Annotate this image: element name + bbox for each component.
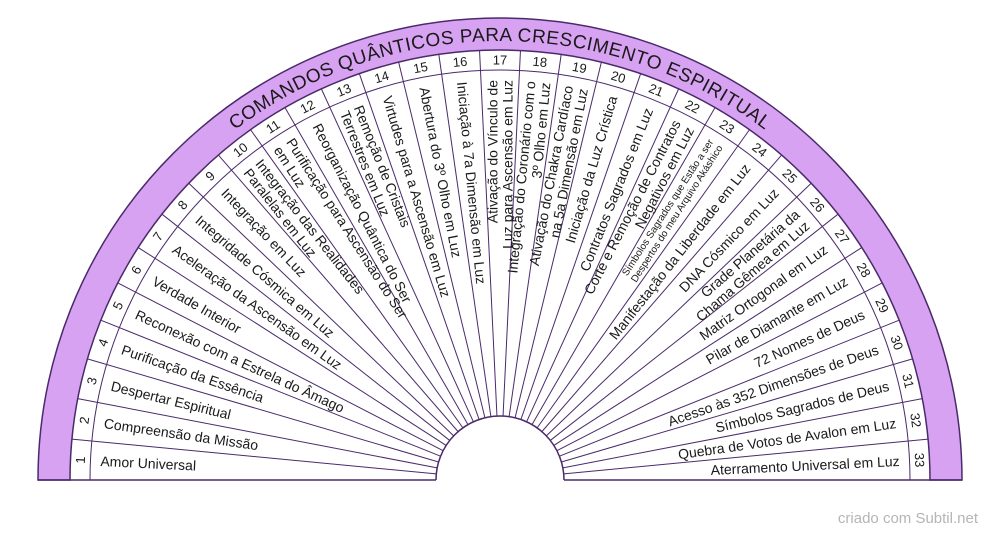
- sector-divider: [561, 358, 913, 463]
- sector-divider: [520, 73, 642, 420]
- sector-divider: [87, 358, 439, 463]
- sector-label-line: Luz para Ascensão em Luz: [500, 80, 516, 249]
- sector-divider: [71, 438, 437, 475]
- sector-divider: [161, 213, 451, 441]
- sector-number: 17: [493, 53, 507, 68]
- sector-number: 31: [899, 372, 917, 390]
- sector-number: 21: [647, 80, 666, 99]
- sector-divider: [536, 129, 750, 429]
- sector-divider: [514, 62, 602, 418]
- sector-number: 19: [571, 59, 588, 76]
- sector-label: Compreensão da Missão: [103, 415, 260, 453]
- sector-divider: [559, 319, 900, 457]
- credit-text: criado com Subtil.net: [837, 510, 978, 527]
- sector-number: 29: [872, 296, 892, 315]
- sector-label-line: Amor Universal: [100, 453, 196, 474]
- sector-number: 33: [912, 452, 928, 467]
- sector-number: 27: [832, 226, 853, 246]
- sector-number: 2: [76, 416, 92, 425]
- sector-number: 7: [150, 229, 166, 244]
- sector-divider: [541, 154, 782, 432]
- sector-divider: [562, 398, 923, 469]
- sector-layer: [37, 17, 963, 481]
- sector-divider: [479, 50, 498, 417]
- sector-divider: [77, 398, 438, 469]
- hub-arc: [435, 415, 565, 481]
- sector-divider: [526, 88, 680, 422]
- sector-divider: [284, 107, 469, 425]
- number-ring-arc: [89, 69, 911, 481]
- sector-divider: [100, 319, 441, 457]
- sector-number: 30: [887, 333, 906, 352]
- sector-number: 28: [854, 260, 874, 280]
- sector-divider: [117, 282, 444, 452]
- sector-divider: [545, 182, 812, 437]
- sector-divider: [188, 182, 455, 437]
- sector-divider: [553, 247, 863, 446]
- sector-divider: [556, 282, 883, 452]
- sector-number: 22: [683, 97, 703, 117]
- sector-number: 3: [84, 376, 100, 387]
- sector-divider: [438, 54, 492, 417]
- sector-label-line: Compreensão da Missão: [103, 415, 260, 453]
- sector-number: 4: [95, 337, 112, 349]
- sector-number: 20: [609, 68, 627, 86]
- sector-divider: [531, 107, 716, 425]
- sector-number: 8: [175, 197, 191, 212]
- sector-divider: [502, 50, 521, 417]
- sector-number: 12: [298, 97, 318, 117]
- sector-divider: [320, 88, 474, 422]
- sector-number: 16: [452, 54, 468, 70]
- sector-divider: [563, 438, 929, 475]
- sector-divider: [398, 62, 486, 418]
- sector-divider: [508, 54, 562, 417]
- sector-number: 18: [532, 54, 548, 70]
- sector-number: 14: [373, 68, 391, 86]
- sector-number: 5: [110, 299, 127, 312]
- sector-number: 6: [128, 263, 145, 277]
- sector-divider: [549, 213, 839, 441]
- sector-label: Amor Universal: [100, 453, 196, 474]
- sector-number: 15: [412, 59, 429, 76]
- sector-number: 23: [717, 116, 737, 136]
- sector-number: 13: [334, 80, 353, 99]
- sector-number: 32: [907, 412, 924, 428]
- sector-number: 1: [73, 456, 88, 464]
- sector-number: 9: [202, 168, 218, 184]
- sector-label-line: Ativação do Vínculo de: [485, 80, 501, 223]
- sector-divider: [250, 129, 464, 429]
- sector-divider: [137, 247, 447, 446]
- sector-divider: [358, 73, 480, 420]
- sector-divider: [218, 154, 459, 432]
